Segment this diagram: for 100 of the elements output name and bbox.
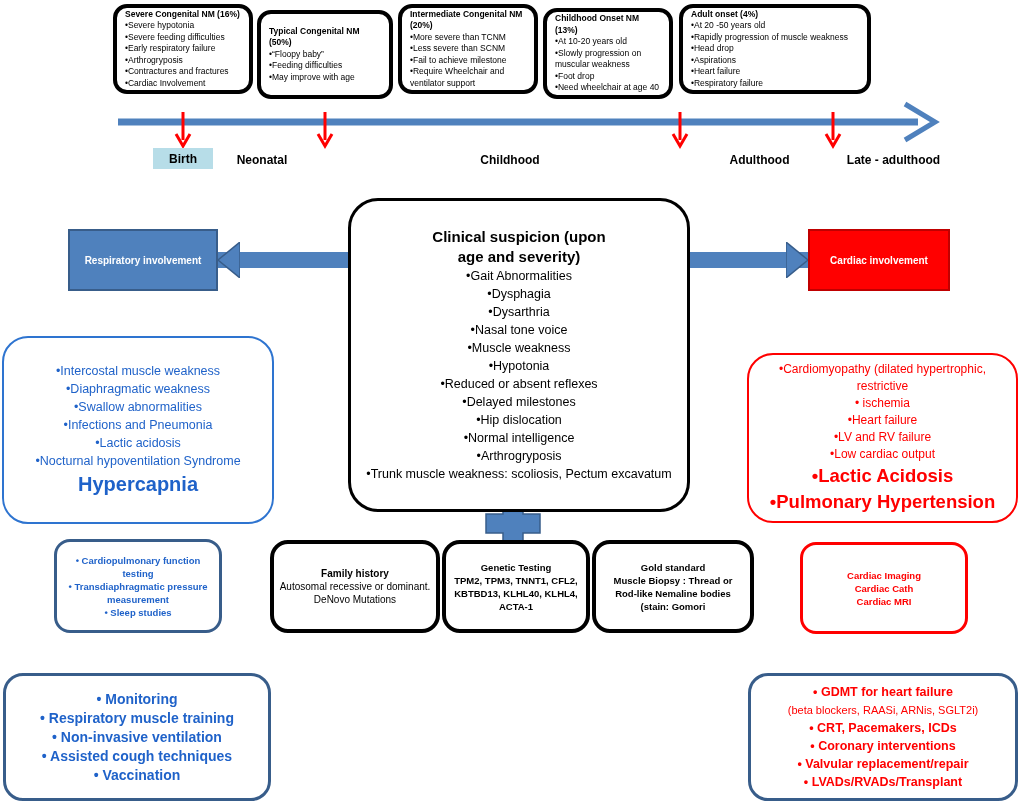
node-text: •Diaphragmatic weakness [66,381,210,398]
node-text: Cardiac involvement [830,253,928,268]
node-text: Birth [169,150,197,168]
node-text: • LVADs/RVADs/Transplant [803,774,963,791]
node-text: •At 10-20 years old [555,36,628,48]
node-text: •Early respiratory failure [125,43,217,55]
block-arrow [690,241,809,279]
stage-label: Childhood [479,152,541,169]
node-text: •Lactic acidosis [95,435,181,452]
birth-tag [153,148,213,169]
node-text: •Severe feeding difficulties [125,31,226,44]
node-text: • Coronary interventions [810,738,956,755]
node-text: •“Floopy baby” [269,48,325,61]
stage-box [543,8,673,99]
node-text: •Arthrogryposis [125,54,184,67]
stage-box [113,4,253,94]
node-text: •Foot drop [555,70,596,83]
node-text: •Cardiac Involvement [125,77,207,90]
node-text: •Trunk muscle weakness: scoliosis, Pectum excavatum [366,466,672,483]
clinical-box [348,198,690,512]
node-text: •Less severe than SCNM [410,43,507,55]
node-text: Severe Congenital NM (16%) [125,8,241,21]
stage-box [257,10,393,99]
node-text: •Dysphagia [487,286,551,303]
stage-box [398,4,538,94]
node-text: •Swallow abnormalities [73,399,202,416]
node-text: •Infections and Pneumonia [63,417,213,434]
node-text: • Transdiaphragmatic pressure measurement [67,579,209,606]
node-text: •Nasal tone voice [470,322,568,339]
node-text: • Monitoring [96,689,178,709]
node-text: •Severe hypotonia [125,20,196,32]
node-text: • Sleep studies [104,605,172,619]
node-text: Intermediate Congenital NM (20%) [410,8,524,32]
node-text: Hypercapnia [77,472,199,497]
cardiac-management-box [748,673,1018,801]
node-text: Autosomal recessive or dominant. DeNovo Mutations [278,580,432,606]
node-text: •Heart failure [691,66,742,78]
node-text: • GDMT for heart failure [813,684,953,701]
node-text: •Normal intelligence [463,430,575,447]
node-text: •Cardiomyopathy (dilated hypertrophic, restrictive [778,361,987,395]
node-text: •Head drop [691,43,735,55]
node-text: •Require Wheelchair and ventilator support [410,66,506,90]
respiratory-tests-box [54,539,222,633]
node-text: Respiratory involvement [84,253,202,268]
node-text: •Contractures and fractures [125,66,230,78]
node-text: •LV and RV failure [833,429,932,446]
node-text: • Respiratory muscle training [40,708,234,728]
node-text: • Cardiopulmonary function testing [74,553,202,580]
diagnosis-box [592,540,754,633]
node-text: Cardiac MRI [856,594,912,608]
diagnosis-box [270,540,440,633]
node-text: •Pulmonary Hypertension [769,490,996,514]
node-text: •Hip dislocation [476,412,562,429]
node-text: •Heart failure [847,412,918,429]
node-text: •At 20 -50 years old [691,20,767,32]
node-text: •More severe than TCNM [410,31,507,44]
node-text: •Gait Abnormalities [466,268,572,285]
node-text: •Nocturnal hypoventilation Syndrome [35,453,241,470]
node-text: •Hypotonia [488,358,550,375]
node-text: •Arthrogryposis [476,448,562,465]
node-text: Clinical suspicion (upon age and severity) [431,227,607,267]
node-text: Genetic Testing [480,560,552,574]
node-text: Cardiac Imaging [847,568,921,582]
respiratory-findings-box [2,336,274,524]
node-text: • ischemia [855,395,910,412]
node-text: • Valvular replacement/repair [797,756,969,773]
node-text: (beta blockers, RAASi, ARNis, SGLT2i) [787,703,979,718]
node-text: Muscle Biopsy : Thread or Rod-like Nemaline bodies (stain: Gomori [612,573,734,613]
stage-label: Adulthood [728,152,791,169]
node-text: •Respiratory failure [691,77,764,90]
stage-label: Neonatal [235,152,289,169]
node-text: Cardiac Cath [854,581,914,595]
stage-box [679,4,871,94]
node-text: •Need wheelchair at age 40 [555,82,661,94]
node-text: •Intercostal muscle weakness [55,363,221,380]
node-text: • Non-invasive ventilation [52,727,222,747]
cardiac-findings-box [747,353,1018,523]
stage-label: Late - adulthood [845,152,942,169]
node-text: TPM2, TPM3, TNNT1, CFL2, KBTBD13, KLHL40, KLHL4, ACTA-1 [453,573,579,613]
node-text: •Delayed milestones [462,394,576,411]
node-text: •Muscle weakness [467,340,571,357]
node-text: •Rapidly progression of muscle weakness [691,31,849,44]
node-text: • Vaccination [93,765,181,785]
node-text: Childhood Onset NM (13%) [555,13,641,37]
node-text: •Dysarthria [488,304,550,321]
node-text: Adult onset (4%) [691,8,760,21]
diagnosis-box [442,540,590,633]
node-text: •May improve with age [269,71,356,84]
node-text: Family history [321,567,389,580]
node-text: •Slowly progression on muscular weakness [555,47,643,71]
node-text: •Low cardiac output [830,446,935,463]
node-text: •Feeding difficulties [269,60,344,72]
node-text: •Lactic Acidosis [811,464,954,488]
node-text: • CRT, Pacemakers, ICDs [809,720,957,737]
node-text: •Aspirations [691,54,738,67]
node-text: Gold standard [640,560,706,574]
node-text: •Reduced or absent reflexes [440,376,598,393]
respiratory-management-box [3,673,271,801]
node-text: Typical Congenital NM (50%) [269,25,361,49]
cardiac-box [808,229,950,291]
